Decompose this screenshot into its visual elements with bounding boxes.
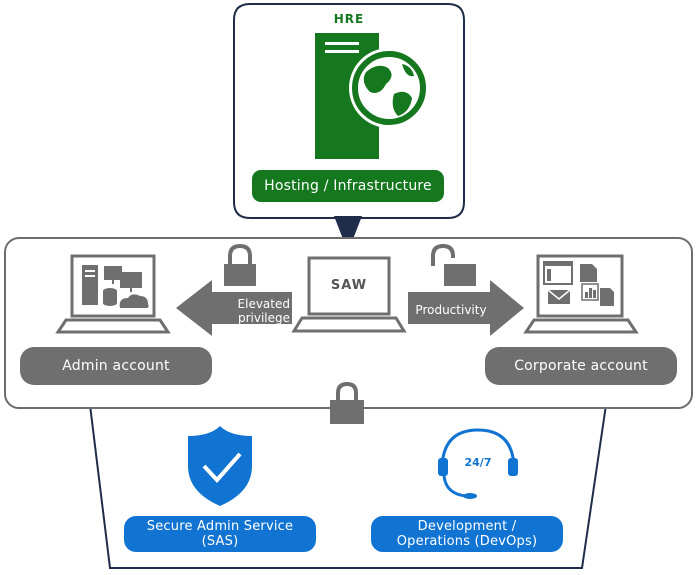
sas-label: Secure Admin Service (SAS) [124,516,316,552]
hosting-infrastructure-label: Hosting / Infrastructure [252,170,444,202]
admin-laptop-icon [55,254,171,334]
elevated-line1: Elevated [237,297,290,311]
saw-laptop-icon [291,256,407,333]
corporate-account-text: Corporate account [514,357,648,374]
admin-account-text: Admin account [62,357,170,374]
devops-line2: Operations (DevOps) [396,534,538,549]
admin-account-label: Admin account [20,347,212,385]
lock-closed-icon [224,243,256,286]
productivity-arrow [408,280,524,336]
elevated-line2: privilege [237,311,290,325]
hosting-infrastructure-text: Hosting / Infrastructure [264,177,432,194]
corporate-laptop-icon [523,254,639,334]
elevated-privilege-label: Elevated privilege [222,297,290,325]
hre-pointer [334,216,362,252]
devops-line1: Development / [417,519,517,534]
sas-line2: (SAS) [201,534,239,549]
productivity-label: Productivity [415,303,487,317]
hre-title: HRE [333,12,365,26]
elevated-privilege-arrow [176,280,292,336]
headset-icon [438,428,518,499]
saw-label: SAW [330,278,368,293]
devops-24-7-badge: 24/7 [464,456,492,469]
server-globe-icon [315,33,429,159]
sas-line1: Secure Admin Service [146,519,294,534]
shield-check-icon [188,426,252,506]
corporate-account-label: Corporate account [485,347,677,385]
devops-label: Development / Operations (DevOps) [371,516,563,552]
bottom-lock-icon [330,381,364,424]
lock-open-icon [431,243,476,286]
